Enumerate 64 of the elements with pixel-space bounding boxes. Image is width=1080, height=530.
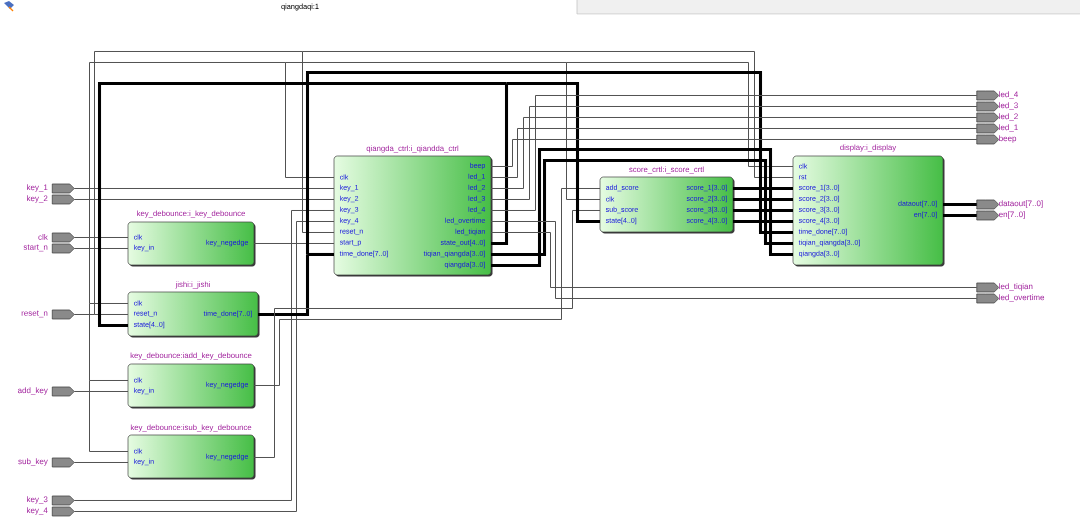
port-label: led_overtime [999, 294, 1045, 302]
wire [491, 158, 793, 257]
wire [89, 380, 129, 452]
wire [89, 237, 90, 304]
wire [89, 62, 286, 238]
wire [94, 314, 129, 315]
wire [258, 254, 310, 317]
port-label: reset_n [21, 310, 48, 318]
wire [733, 197, 793, 202]
port-label: led_1 [999, 124, 1018, 132]
wire [490, 232, 978, 288]
wire [566, 62, 794, 167]
wire [89, 380, 129, 381]
wire [943, 202, 977, 207]
wire [943, 213, 977, 218]
wire [490, 128, 978, 178]
port-label: led_4 [999, 91, 1018, 99]
wire [566, 62, 601, 200]
wire [733, 219, 793, 224]
port-label: key_4 [27, 507, 48, 515]
wire [94, 51, 303, 315]
wire [302, 51, 335, 233]
port-label: led_3 [999, 102, 1018, 110]
wire [491, 83, 509, 246]
wire [73, 188, 335, 189]
wire [506, 81, 600, 224]
wire [491, 147, 793, 268]
wire [490, 117, 978, 189]
port-label: led_2 [999, 113, 1018, 121]
port-label: led_tiqian [999, 283, 1033, 291]
port-label: en[7..0] [999, 211, 1025, 219]
wire [302, 51, 794, 178]
wire [733, 186, 793, 191]
wire [307, 252, 334, 257]
wire [285, 62, 335, 178]
wire [73, 248, 129, 249]
wire [73, 391, 129, 392]
wire [89, 303, 129, 304]
wire [285, 62, 567, 63]
port-label: add_key [17, 387, 48, 395]
port-label: key_1 [27, 184, 48, 192]
port-label: key_2 [27, 195, 48, 203]
wire [253, 243, 335, 244]
wire [490, 106, 978, 200]
wire [490, 95, 978, 211]
port-label: clk [38, 234, 48, 240]
wire [73, 237, 90, 238]
wire [73, 199, 335, 200]
port-label: start_n [23, 244, 48, 252]
wire [89, 303, 90, 381]
wire [305, 70, 793, 255]
wire [73, 314, 95, 315]
wire [253, 210, 601, 458]
wire [253, 188, 601, 386]
port-label: beep [999, 135, 1017, 143]
port-label: sub_key [18, 458, 48, 466]
wire [97, 81, 507, 328]
wire [490, 139, 978, 167]
wire [73, 462, 129, 463]
port-label: dataout[7..0] [999, 200, 1043, 208]
wire [490, 221, 978, 299]
wire [89, 237, 129, 238]
wire [733, 208, 793, 213]
port-label: key_3 [27, 496, 48, 504]
